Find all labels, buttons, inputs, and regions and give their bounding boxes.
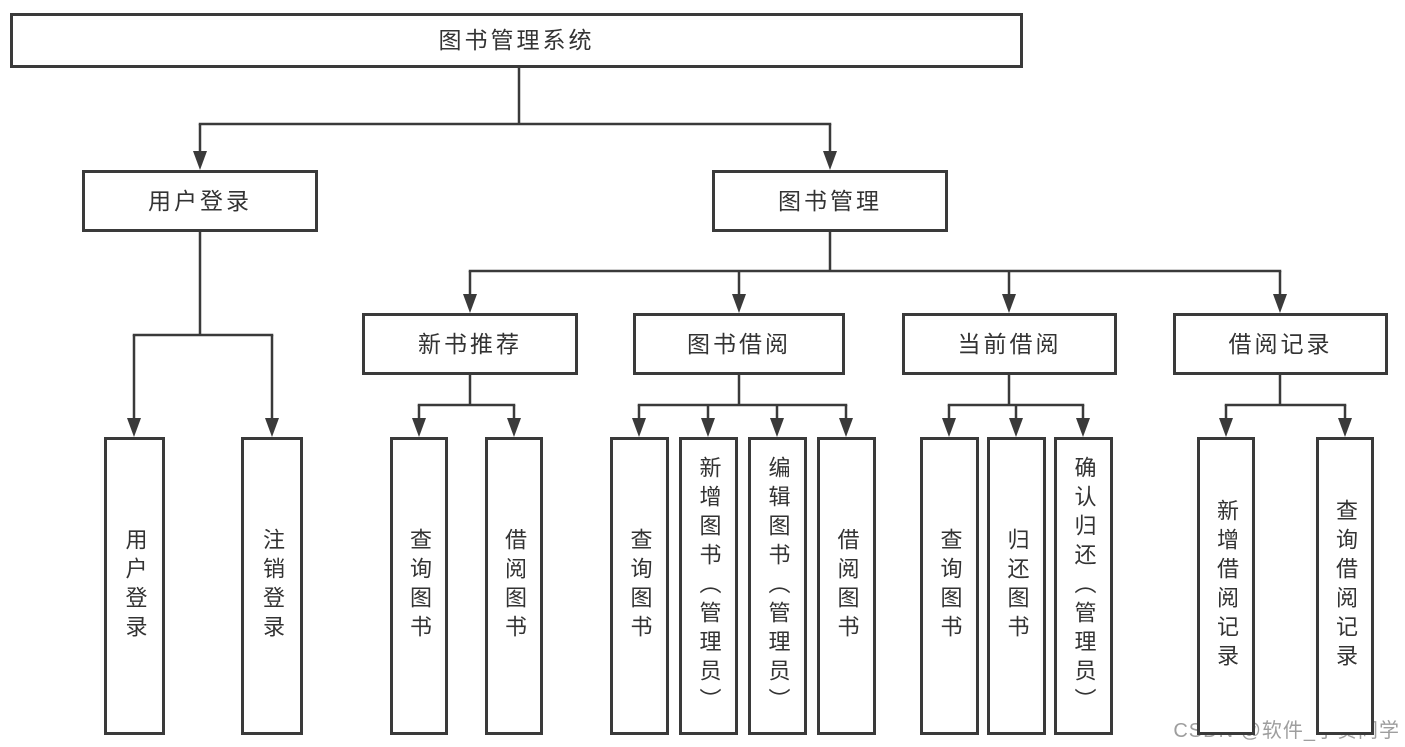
node-new-book-recommend: 新书推荐 [362, 313, 578, 375]
node-query-books-borrowing: 查询图书 [610, 437, 669, 735]
arrowhead-icon [463, 294, 477, 313]
arrowhead-icon [942, 418, 956, 437]
node-edit-books-admin: 编辑图书（管理员） [748, 437, 807, 735]
node-query-borrow-record: 查询借阅记录 [1316, 437, 1374, 735]
node-library-system: 图书管理系统 [10, 13, 1023, 68]
arrowhead-icon [1002, 294, 1016, 313]
arrowhead-icon [1076, 418, 1090, 437]
arrowhead-icon [1009, 418, 1023, 437]
node-confirm-return-admin: 确认归还（管理员） [1054, 437, 1113, 735]
arrowhead-icon [823, 151, 837, 170]
node-logout-action: 注销登录 [241, 437, 303, 735]
arrowhead-icon [412, 418, 426, 437]
node-borrowing-records: 借阅记录 [1173, 313, 1388, 375]
arrowhead-icon [265, 418, 279, 437]
arrowhead-icon [732, 294, 746, 313]
arrowhead-icon [1338, 418, 1352, 437]
arrowhead-icon [770, 418, 784, 437]
node-borrow-books-borrowing: 借阅图书 [817, 437, 876, 735]
node-book-management: 图书管理 [712, 170, 948, 232]
arrowhead-icon [127, 418, 141, 437]
arrowhead-icon [632, 418, 646, 437]
node-book-borrowing: 图书借阅 [633, 313, 845, 375]
node-query-books-current: 查询图书 [920, 437, 979, 735]
arrowhead-icon [1273, 294, 1287, 313]
arrowhead-icon [1219, 418, 1233, 437]
arrowhead-icon [193, 151, 207, 170]
node-return-books: 归还图书 [987, 437, 1046, 735]
arrowhead-icon [507, 418, 521, 437]
node-user-login-action: 用户登录 [104, 437, 165, 735]
node-user-login: 用户登录 [82, 170, 318, 232]
node-current-borrowing: 当前借阅 [902, 313, 1117, 375]
node-add-books-admin: 新增图书（管理员） [679, 437, 738, 735]
arrowhead-icon [839, 418, 853, 437]
node-add-borrow-record: 新增借阅记录 [1197, 437, 1255, 735]
arrowhead-icon [701, 418, 715, 437]
node-query-books-recommend: 查询图书 [390, 437, 448, 735]
node-borrow-books-recommend: 借阅图书 [485, 437, 543, 735]
